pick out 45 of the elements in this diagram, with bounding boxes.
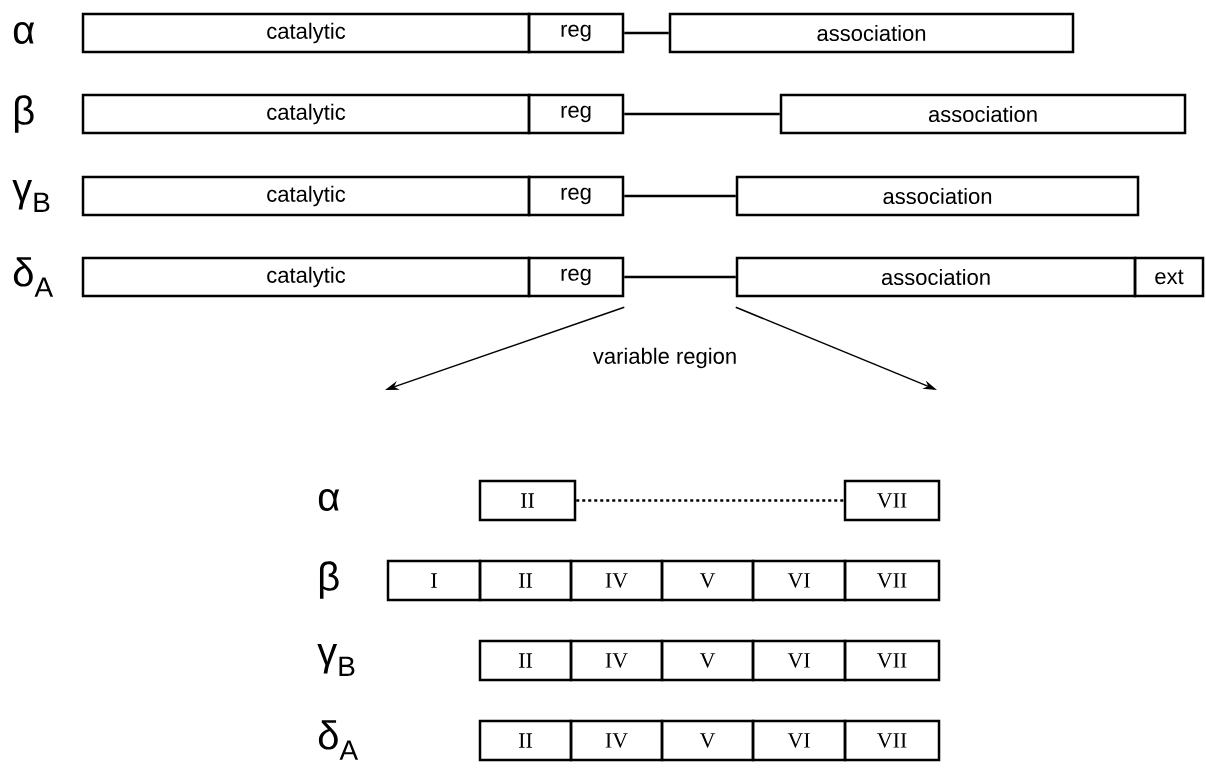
- domain-box: IV: [569, 719, 664, 762]
- isoform-label: β: [15, 95, 34, 133]
- domain-box: reg: [527, 256, 625, 298]
- isoform-label: γ$_{B}$: [317, 644, 355, 676]
- domain-box: IV: [569, 639, 664, 682]
- domain-box: V: [660, 559, 755, 602]
- linker-line: [624, 112, 780, 116]
- domain-box: reg: [527, 175, 625, 217]
- domain-box: association: [668, 12, 1075, 54]
- domain-box: catalytic: [81, 175, 531, 217]
- domain-box: VII: [843, 719, 941, 762]
- linker-line: [624, 194, 736, 198]
- isoform-label: α: [318, 489, 340, 511]
- isoform-label: β: [320, 561, 339, 599]
- domain-box: II: [478, 559, 573, 602]
- domain-box: VII: [843, 559, 941, 602]
- isoform-label: γ$_{B}$: [12, 180, 50, 212]
- domain-box: VI: [751, 559, 847, 602]
- domain-box: association: [735, 175, 1140, 217]
- isoform-label: δ$_{A}$: [318, 720, 359, 760]
- domain-box: reg: [527, 12, 625, 54]
- domain-box: catalytic: [81, 93, 531, 135]
- linker-line: [624, 31, 669, 35]
- domain-box: association: [779, 93, 1187, 135]
- domain-box: II: [478, 719, 573, 762]
- region-label: variable region: [592, 347, 736, 369]
- dotted-line: [576, 499, 844, 502]
- domain-box: VII: [843, 639, 941, 682]
- domain-box: association: [735, 256, 1137, 298]
- domain-box: I: [386, 559, 482, 602]
- domain-box: reg: [527, 93, 625, 135]
- domain-box: VI: [751, 719, 847, 762]
- domain-box: II: [478, 479, 577, 522]
- domain-box: catalytic: [81, 12, 531, 54]
- linker-line: [624, 275, 736, 279]
- domain-box: catalytic: [81, 256, 531, 298]
- isoform-label: δ$_{A}$: [13, 257, 54, 297]
- isoform-label: α: [13, 22, 35, 44]
- domain-box: V: [660, 639, 755, 682]
- domain-box: VII: [843, 479, 941, 522]
- domain-box: ext: [1133, 256, 1205, 298]
- domain-box: IV: [569, 559, 664, 602]
- domain-box: VI: [751, 639, 847, 682]
- domain-box: II: [478, 639, 573, 682]
- domain-box: V: [660, 719, 755, 762]
